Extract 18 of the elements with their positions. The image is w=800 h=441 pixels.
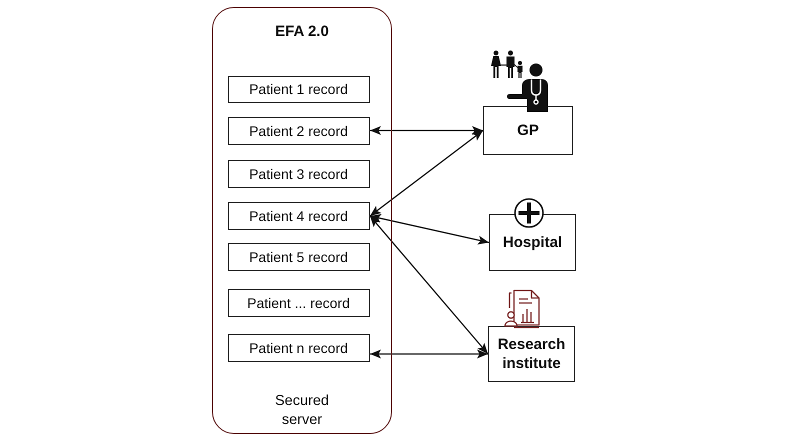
record-box: Patient 1 record [228,76,370,102]
double-arrow [370,126,483,135]
record-box: Patient 4 record [228,202,370,230]
double-arrow [370,216,488,354]
entity-box: Research institute [488,326,575,382]
double-arrow [370,214,490,244]
double-arrow [370,350,488,358]
record-box: Patient n record [228,334,370,362]
record-box: Patient ... record [228,288,370,316]
server-panel [212,7,392,434]
double-arrow [370,130,484,217]
record-box: Patient 3 record [228,160,370,188]
server-label: Secured server [274,392,330,430]
record-box: Patient 5 record [228,242,370,270]
record-box: Patient 2 record [228,116,370,144]
entity-box: GP [483,106,573,155]
server-title: EFA 2.0 [275,23,329,41]
entity-box: Hospital [489,214,576,271]
